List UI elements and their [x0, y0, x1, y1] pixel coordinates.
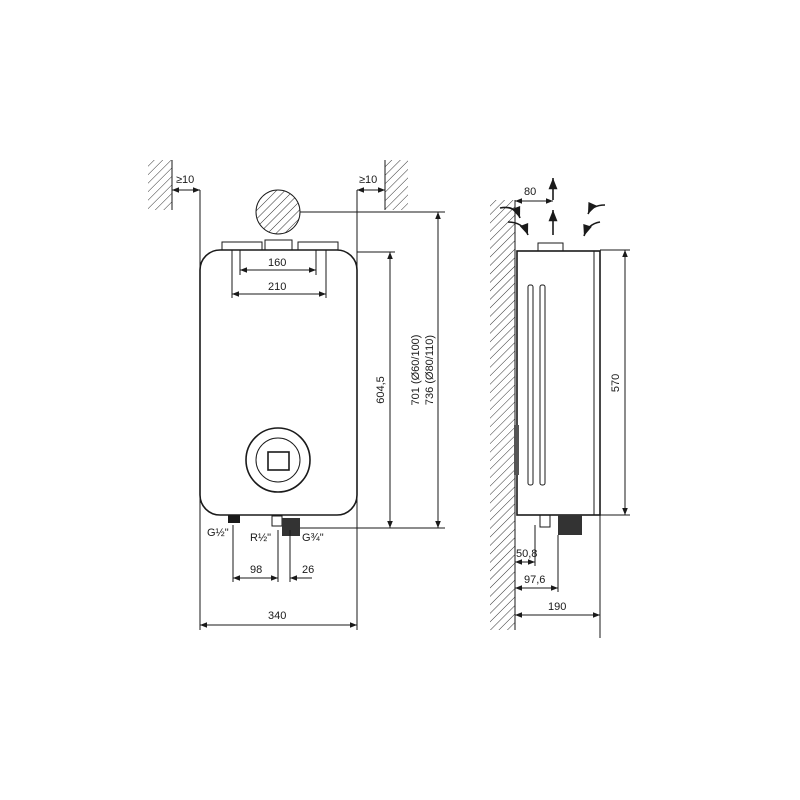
- dim-26-label: 26: [302, 564, 314, 576]
- dim-50-8-label: 50,8: [516, 548, 537, 560]
- boiler-body: [199, 249, 358, 516]
- dim-160-label: 160: [268, 257, 286, 269]
- airflow-arrow-curved: [499, 205, 521, 219]
- dim-604-5-label: 604,5: [375, 376, 387, 404]
- side-view: 80 570 50,8 97,6 190: [490, 178, 630, 638]
- clearance-left-label: ≥10: [176, 174, 194, 186]
- dim-80-label: 80: [524, 186, 536, 198]
- airflow-arrow-curved: [587, 201, 606, 215]
- bracket-left: [221, 241, 263, 251]
- conn-r-half-label: R½": [250, 532, 271, 544]
- side-boiler-body: [516, 250, 601, 516]
- side-valve-connectors: [558, 515, 582, 535]
- dim-190-label: 190: [548, 601, 566, 613]
- dim-210-label: 210: [268, 281, 286, 293]
- flue-circle: [255, 189, 301, 235]
- left-wall-hatch: [148, 160, 172, 210]
- dim-570-label: 570: [610, 374, 622, 392]
- dim-97-6-label: 97,6: [524, 574, 545, 586]
- control-panel-ring: [245, 427, 311, 493]
- side-wall-hatch: [490, 200, 515, 630]
- dim-701-label: 701 (Ø60/100): [410, 335, 422, 406]
- gas-connector: [228, 515, 240, 523]
- right-wall-hatch: [385, 160, 408, 210]
- flue-stub: [264, 239, 293, 251]
- side-flue-stub: [537, 242, 564, 252]
- conn-g-three-quarter-label: G¾": [302, 532, 324, 544]
- display-screen: [267, 451, 290, 471]
- display-bezel: [255, 437, 301, 483]
- bracket-right: [297, 241, 339, 251]
- conn-g-half-label: G½": [207, 527, 229, 539]
- clearance-right-label: ≥10: [359, 174, 377, 186]
- airflow-arrow-curved: [507, 221, 529, 236]
- airflow-arrow-curved: [583, 221, 601, 237]
- dim-736-label: 736 (Ø80/110): [424, 335, 436, 405]
- dim-340-label: 340: [268, 610, 286, 622]
- front-view: ≥10 ≥10 160 210 604,5 701 (Ø60/100) 736 …: [148, 160, 445, 630]
- dim-98-label: 98: [250, 564, 262, 576]
- valve-connector: [282, 518, 300, 536]
